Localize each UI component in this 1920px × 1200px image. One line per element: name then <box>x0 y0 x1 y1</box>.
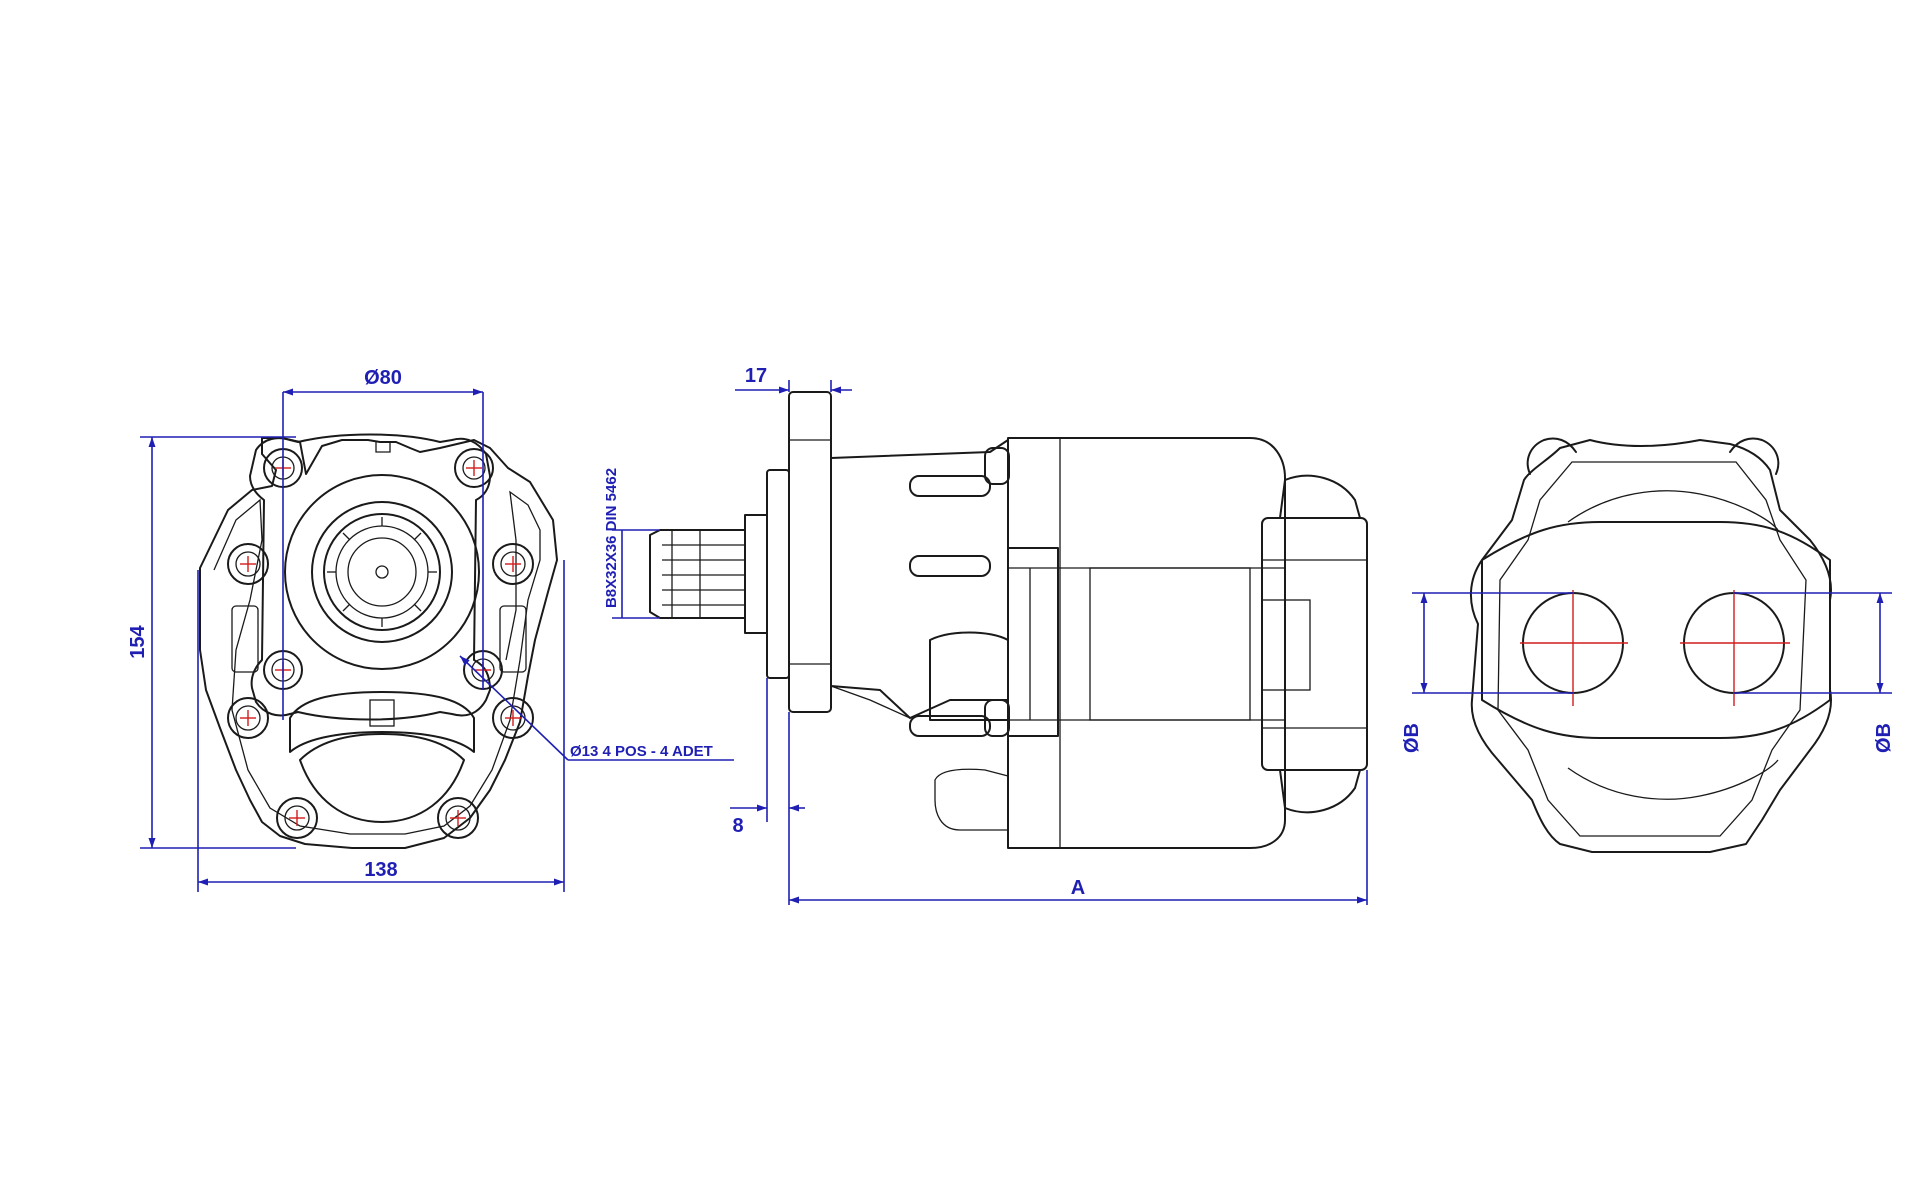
dimension-pilot-offset: 8 <box>730 678 805 905</box>
flange-thickness-label: 17 <box>745 365 767 387</box>
dimension-flange-thickness: 17 <box>735 365 852 394</box>
dimension-height: 154 <box>127 436 296 849</box>
dimension-hole-note: Ø13 4 POS - 4 ADET <box>459 655 734 761</box>
dimension-shaft-spec: B8X32X36 DIN 5462 <box>603 468 660 619</box>
port-view: ØB ØB <box>1401 437 1895 853</box>
dimension-port-left: ØB <box>1401 592 1573 753</box>
front-view: Ø80 154 138 Ø13 4 POS - 4 ADET <box>127 367 734 892</box>
height-label: 154 <box>127 624 149 658</box>
dimension-overall-length: A <box>789 770 1368 905</box>
bolt-circle-dia-label: Ø80 <box>364 367 402 389</box>
width-label: 138 <box>364 859 397 881</box>
dimension-width: 138 <box>197 560 565 892</box>
port-dia-right-label: ØB <box>1873 723 1895 753</box>
pilot-offset-label: 8 <box>732 815 743 837</box>
overall-length-label: A <box>1071 877 1085 899</box>
dimension-bolt-circle: Ø80 <box>282 367 484 720</box>
side-view: 17 8 B8X32X36 DIN 5462 A <box>603 365 1368 905</box>
dimension-port-right: ØB <box>1734 592 1895 753</box>
hole-note-label: Ø13 4 POS - 4 ADET <box>570 743 713 760</box>
shaft-spec-label: B8X32X36 DIN 5462 <box>603 468 620 608</box>
port-dia-left-label: ØB <box>1401 723 1423 753</box>
